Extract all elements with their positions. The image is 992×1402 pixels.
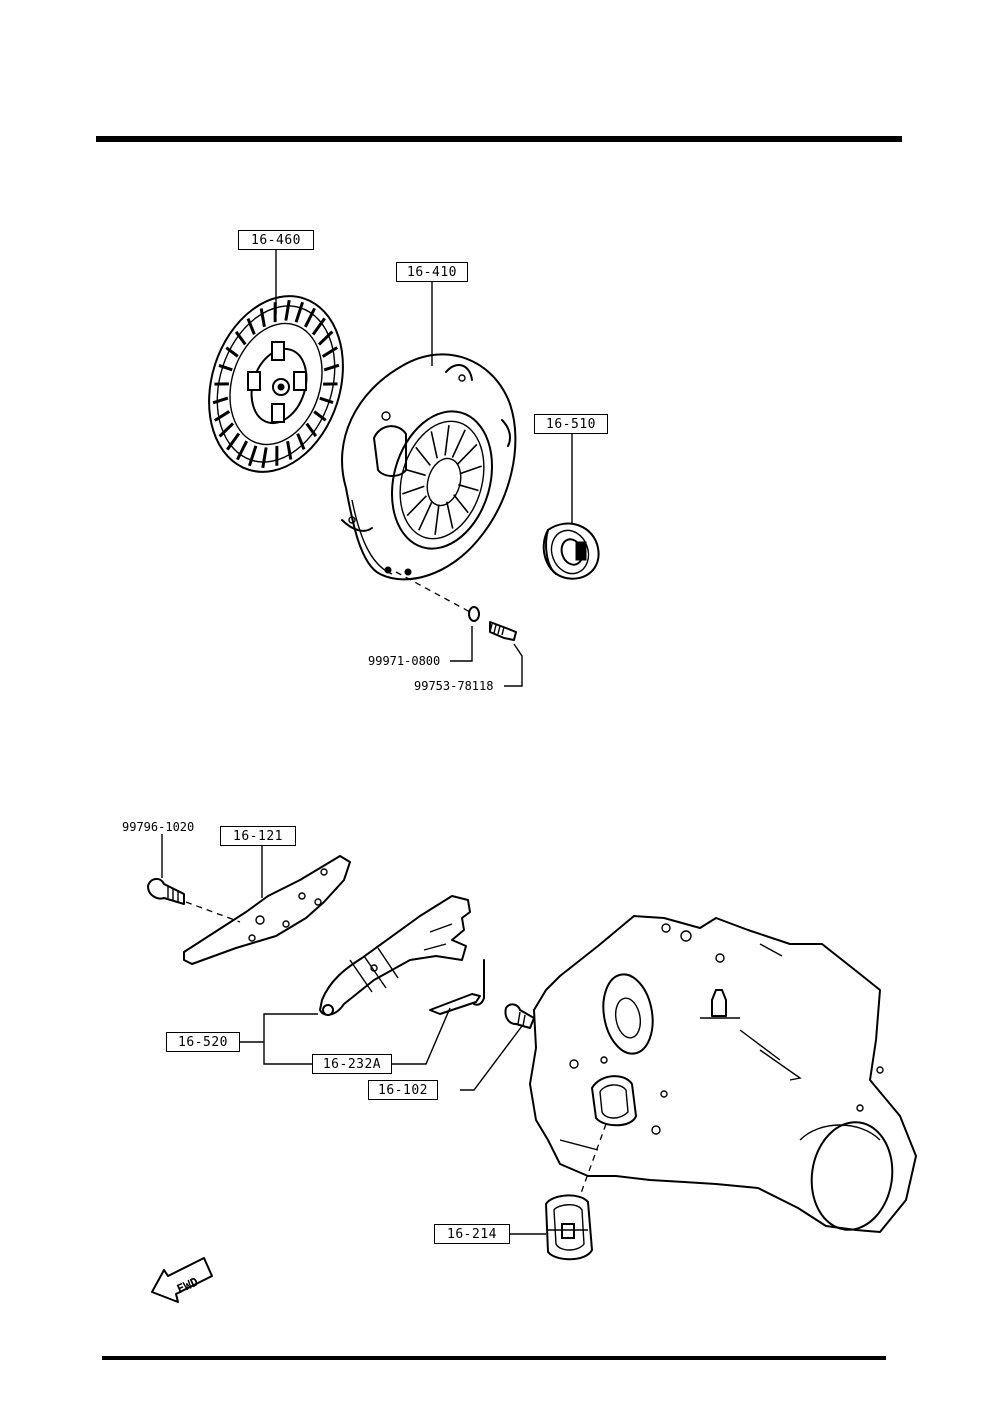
disc-segment: [259, 308, 266, 328]
disc-segment: [305, 422, 318, 438]
bottom-rule: [102, 1356, 886, 1360]
disc-segment: [247, 445, 258, 467]
boot-drawing: [545, 1194, 593, 1261]
diaphragm-finger: [451, 429, 466, 458]
label-pivot-bolt: 16-102: [368, 1080, 438, 1100]
transmission-drawing: [529, 915, 917, 1233]
label-mount-bolt: 99796-1020: [122, 820, 195, 834]
disc-segment: [286, 440, 293, 460]
disc-segment: [294, 301, 305, 323]
disc-segment: [214, 410, 231, 422]
disc-segment: [317, 330, 334, 346]
diaphragm-finger: [446, 501, 454, 529]
pivot-bolt-drawing: [504, 1003, 535, 1029]
diaphragm-finger: [458, 483, 479, 492]
label-release-bearing: 16-510: [534, 414, 608, 434]
diaphragm-finger: [402, 485, 425, 495]
release-fork-drawing: [319, 895, 471, 1016]
disc-segment: [212, 396, 229, 405]
disc-segment: [296, 433, 306, 451]
disc-segment: [246, 317, 256, 335]
disc-segment: [319, 396, 334, 404]
label-pressure-plate: 16-410: [396, 262, 468, 282]
disc-segment: [218, 364, 233, 372]
disc-segment: [313, 410, 327, 422]
release-bearing-drawing: [542, 522, 600, 580]
diaphragm-finger: [406, 495, 427, 517]
disc-segment: [226, 432, 241, 451]
top-rule: [96, 136, 902, 142]
label-bolt: 99753-78118: [414, 679, 494, 693]
fwd-label: FWD: [175, 1275, 201, 1297]
cover-plate-drawing: [183, 855, 351, 965]
label-boot: 16-214: [434, 1224, 510, 1244]
diaphragm-finger: [459, 465, 482, 475]
label-washer: 99971-0800: [368, 654, 441, 668]
disc-segment: [321, 346, 338, 358]
fwd-arrow-icon: FWD: [151, 1257, 213, 1303]
disc-segment: [303, 307, 316, 328]
bolt-drawing: [489, 621, 517, 641]
disc-segment: [234, 330, 247, 346]
label-release-fork: 16-520: [166, 1032, 240, 1052]
mount-bolt-drawing: [147, 878, 185, 905]
diaphragm-finger: [415, 446, 431, 466]
disc-segment: [225, 346, 239, 358]
label-fork-spring: 16-232A: [312, 1054, 392, 1074]
clutch-disc-drawing: [208, 295, 344, 473]
diaphragm-finger: [430, 431, 438, 459]
disc-segment: [218, 422, 235, 438]
fork-spring-drawing: [429, 959, 485, 1015]
label-cover-plate: 16-121: [220, 826, 296, 846]
diaphragm-finger: [405, 468, 426, 477]
diaphragm-finger: [453, 494, 469, 514]
diaphragm-finger: [457, 443, 478, 465]
disc-segment: [261, 447, 268, 469]
disc-segment: [323, 363, 340, 372]
washer-drawing: [468, 606, 480, 622]
disc-segment: [311, 317, 326, 336]
diaphragm-finger: [418, 502, 433, 531]
label-clutch-disc: 16-460: [238, 230, 314, 250]
diaphragm-finger: [444, 425, 450, 456]
disc-segment: [236, 440, 249, 461]
diaphragm-finger: [434, 504, 440, 535]
disc-segment: [284, 299, 291, 321]
pressure-plate-drawing: [341, 353, 517, 581]
